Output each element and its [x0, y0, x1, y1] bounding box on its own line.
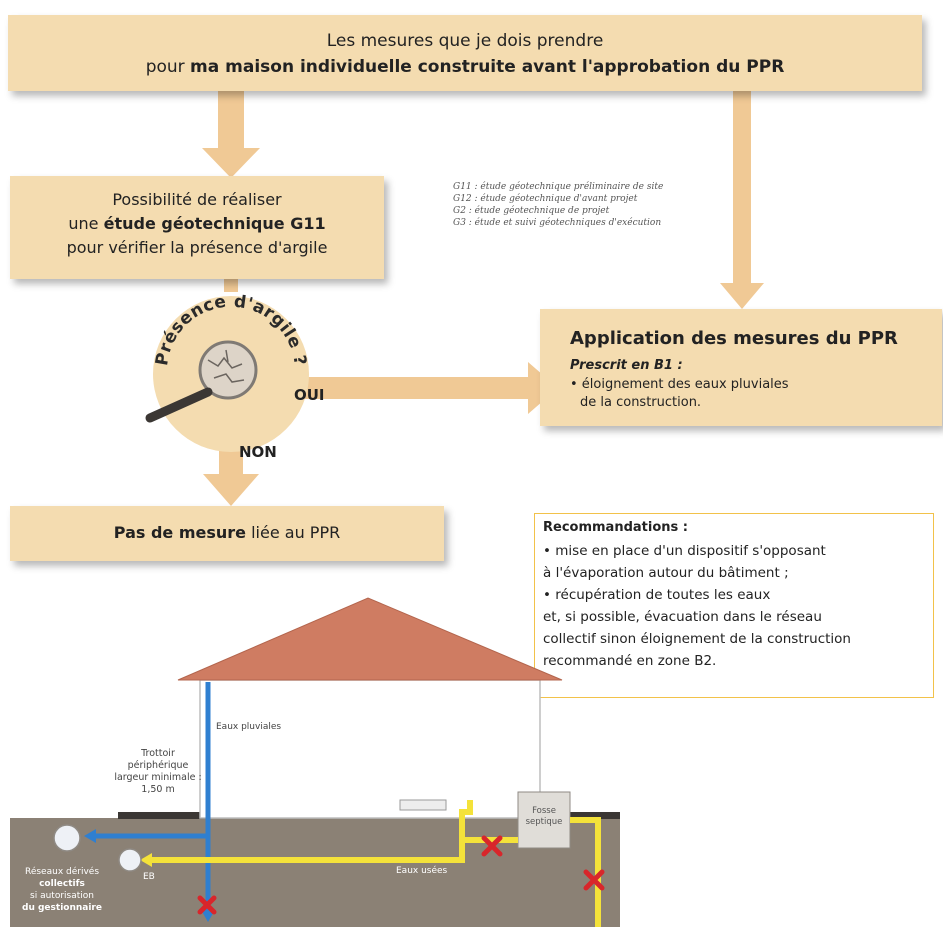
header-line2-prefix: pour: [145, 57, 191, 77]
arrow-header-to-application: [720, 90, 764, 309]
study-line2-bold: étude géotechnique G11: [103, 214, 326, 233]
septic-tank: [517, 791, 571, 849]
sidewalk-label-line: 1,50 m: [141, 784, 175, 795]
sidewalk-slab: [118, 812, 210, 819]
recommendations-list: • mise en place d'un dispositif s'opposa…: [543, 540, 851, 672]
recommendation-line: • récupération de toutes les eaux: [543, 587, 771, 603]
no-measure-box: Pas de mesure liée au PPR: [10, 506, 444, 561]
recommendations-title: Recommandations :: [543, 520, 688, 535]
rain-arrow-left-icon: [84, 829, 96, 843]
septic-label: Fosse septique: [518, 806, 570, 828]
septic-label-line: Fosse: [532, 806, 556, 816]
recommendation-line: recommandé en zone B2.: [543, 653, 717, 669]
network-label: Réseaux dérivés collectifs si autorisati…: [14, 866, 110, 914]
cross-icon: [583, 869, 605, 891]
application-item-line2: de la construction.: [580, 395, 702, 410]
study-line3: pour vérifier la présence d'argile: [66, 238, 328, 257]
arrow-study-to-question: [224, 278, 238, 292]
application-prescribed: Prescrit en B1 :: [570, 358, 683, 373]
cross-icon: [481, 835, 503, 857]
house-roof: [177, 597, 563, 681]
window-sill: [399, 799, 447, 811]
recommendation-line: et, si possible, évacuation dans le rése…: [543, 609, 822, 625]
network-label-line: collectifs: [39, 879, 85, 889]
study-line2: une étude géotechnique G11: [10, 214, 384, 233]
sidewalk-label: Trottoir périphérique largeur minimale :…: [112, 748, 204, 796]
answer-yes: OUI: [294, 386, 325, 404]
no-measure-text: Pas de mesure liée au PPR: [10, 523, 444, 542]
legend-item: G3 : étude et suivi géotechniques d'exéc…: [453, 218, 662, 228]
study-line2-prefix: une: [68, 214, 104, 233]
network-label-line: du gestionnaire: [22, 903, 102, 913]
sidewalk-label-line: largeur minimale :: [114, 772, 202, 783]
study-line1: Possibilité de réaliser: [112, 190, 282, 209]
rain-label: Eaux pluviales: [216, 722, 282, 732]
study-box: Possibilité de réaliser une étude géotec…: [10, 176, 384, 279]
wastewater-label: Eaux usées: [396, 866, 448, 876]
eb-label: EB: [143, 872, 155, 882]
recommendation-line: à l'évaporation autour du bâtiment ;: [543, 565, 789, 581]
waste-arrow-left-icon: [140, 853, 152, 867]
study-legend: G11 : étude géotechnique préliminaire de…: [453, 181, 663, 229]
terrace-slab: [540, 812, 620, 819]
header-box: Les mesures que je dois prendre pour ma …: [8, 15, 922, 91]
application-item-line1: • éloignement des eaux pluviales: [570, 377, 789, 392]
cross-icon: [197, 895, 217, 915]
no-measure-rest: liée au PPR: [246, 523, 341, 542]
application-title: Application des mesures du PPR: [570, 328, 898, 349]
septic-label-line: septique: [525, 817, 563, 827]
arrow-no: [203, 430, 259, 506]
network-label-line: si autorisation: [30, 891, 94, 901]
recommendation-line: • mise en place d'un dispositif s'opposa…: [543, 543, 826, 559]
recommendations-box: Recommandations : • mise en place d'un d…: [534, 513, 934, 698]
header-line1: Les mesures que je dois prendre: [326, 31, 604, 51]
waste-pipe-out: [570, 817, 601, 927]
waste-pipe: [148, 800, 473, 863]
network-label-line: Réseaux dérivés: [24, 867, 100, 877]
legend-item: G11 : étude géotechnique préliminaire de…: [453, 182, 664, 192]
arrow-header-to-study: [202, 90, 260, 178]
answer-no: NON: [239, 443, 277, 461]
header-line2: pour ma maison individuelle construite a…: [8, 57, 922, 77]
recommendation-line: collectif sinon éloignement de la constr…: [543, 631, 851, 647]
arrow-yes: [280, 362, 558, 414]
clay-icon: [198, 340, 258, 400]
house-wall: [199, 679, 541, 819]
sidewalk-label-line: Trottoir: [141, 748, 175, 759]
magnifier-handle-icon: [145, 387, 213, 423]
clay-cracks-icon: [207, 349, 245, 383]
eb-box-icon: [118, 848, 142, 872]
no-measure-bold: Pas de mesure: [113, 523, 247, 542]
application-box: Application des mesures du PPR Prescrit …: [540, 309, 942, 426]
network-manhole-icon: [53, 824, 81, 852]
legend-item: G12 : étude géotechnique d'avant projet: [453, 194, 638, 204]
sidewalk-label-line: périphérique: [127, 760, 189, 771]
legend-item: G2 : étude géotechnique de projet: [453, 206, 610, 216]
header-line2-bold: ma maison individuelle construite avant …: [190, 57, 785, 77]
